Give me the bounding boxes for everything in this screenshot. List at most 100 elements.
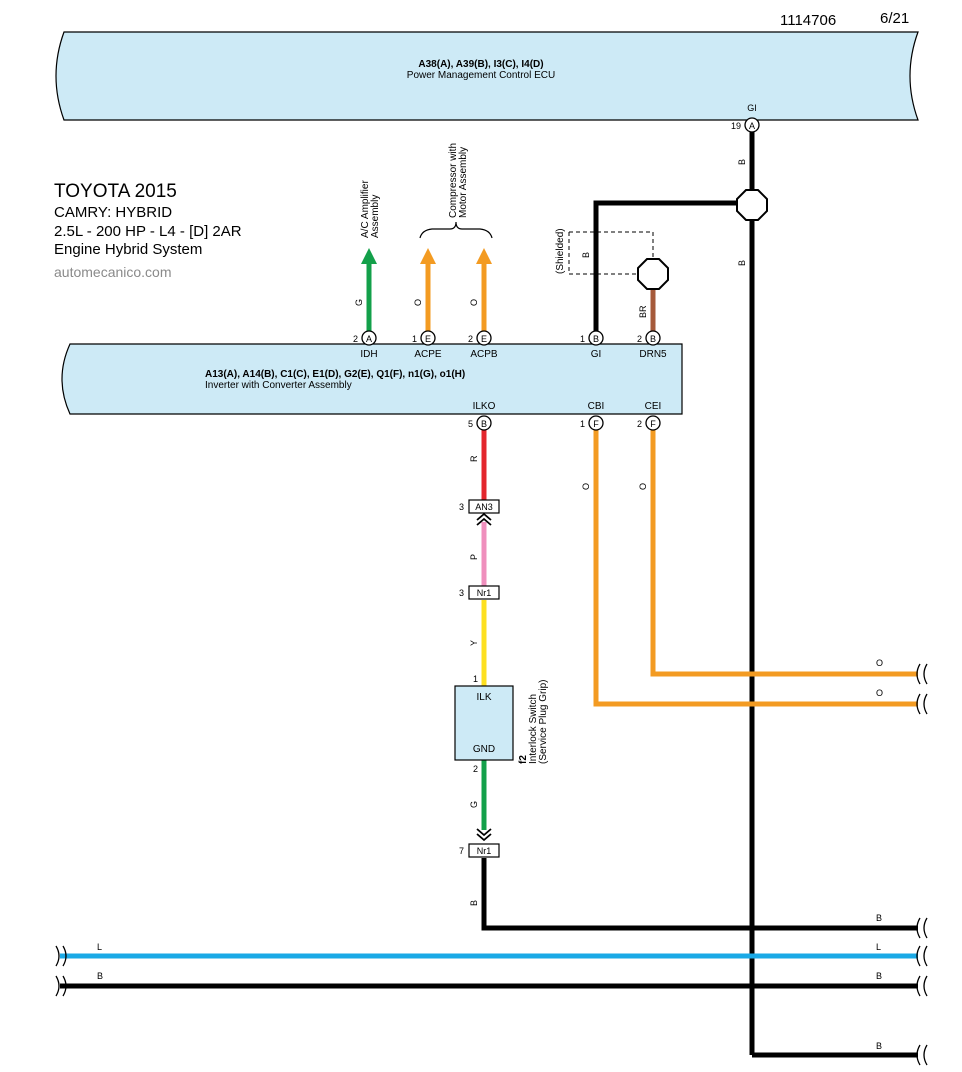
svg-text:F: F: [593, 419, 599, 429]
vehicle-title-block: TOYOTA 2015 CAMRY: HYBRID 2.5L - 200 HP …: [54, 180, 242, 282]
shield-outline: [568, 231, 654, 275]
svg-text:Assembly: Assembly: [370, 195, 381, 238]
document-number: 1114706: [780, 12, 837, 29]
arrow-ac-amplifier: [361, 248, 377, 264]
svg-text:1: 1: [473, 674, 478, 684]
inverter-name: Inverter with Converter Assembly: [205, 380, 352, 391]
inverter-converter-assembly: A13(A), A14(B), C1(C), E1(D), G2(E), Q1(…: [61, 343, 683, 415]
svg-text:19: 19: [731, 121, 741, 131]
svg-text:AN3: AN3: [475, 502, 493, 512]
svg-text:2: 2: [473, 764, 478, 774]
svg-text:A: A: [749, 121, 755, 131]
svg-text:IDH: IDH: [360, 349, 377, 360]
svg-text:ACPE: ACPE: [414, 349, 442, 360]
svg-text:5: 5: [468, 419, 473, 429]
svg-text:B: B: [593, 334, 599, 344]
svg-text:L: L: [97, 942, 102, 952]
wire-breaks: [55, 663, 928, 1066]
svg-text:1: 1: [580, 334, 585, 344]
svg-text:A/C Amplifier: A/C Amplifier: [360, 180, 371, 238]
vehicle-model: CAMRY: HYBRID: [54, 203, 173, 221]
svg-text:Interlock Switch: Interlock Switch: [528, 694, 539, 764]
vehicle-system: Engine Hybrid System: [54, 241, 203, 259]
arrow-acpb: [476, 248, 492, 264]
website-watermark: automecanico.com: [54, 264, 172, 280]
label-ac-amplifier: A/C Amplifier Assembly: [360, 180, 381, 238]
svg-text:B: B: [481, 419, 487, 429]
vehicle-make-year: TOYOTA 2015: [54, 181, 177, 202]
svg-text:P: P: [469, 554, 479, 560]
page-number: 6/21: [880, 10, 910, 27]
svg-text:B: B: [876, 913, 882, 923]
wire-black-ground: [481, 858, 918, 931]
svg-text:3: 3: [459, 588, 464, 598]
svg-text:GND: GND: [473, 744, 495, 755]
pin-cei: F 2 CEI: [637, 401, 661, 431]
svg-text:ILKO: ILKO: [473, 401, 496, 412]
svg-text:F: F: [650, 419, 656, 429]
pin-cbi: F 1 CBI: [580, 401, 605, 431]
wire-orange-cei: [650, 430, 918, 677]
svg-text:B: B: [737, 159, 747, 165]
svg-text:2: 2: [353, 334, 358, 344]
svg-text:1: 1: [580, 419, 585, 429]
ecu-connectors: A38(A), A39(B), I3(C), I4(D): [418, 59, 543, 70]
svg-text:G: G: [469, 801, 479, 808]
vehicle-engine: 2.5L - 200 HP - L4 - [D] 2AR: [54, 222, 242, 240]
svg-text:2: 2: [468, 334, 473, 344]
inverter-connectors: A13(A), A14(B), C1(C), E1(D), G2(E), Q1(…: [205, 369, 465, 380]
svg-text:1: 1: [412, 334, 417, 344]
pin-acpb: E 2 ACPB: [468, 330, 498, 360]
svg-text:B: B: [876, 971, 882, 981]
svg-text:Nr1: Nr1: [477, 588, 492, 598]
svg-text:B: B: [97, 971, 103, 981]
interlock-switch: ILK GND 1 2 f2 Interlock Switch (Service…: [454, 674, 549, 774]
svg-text:L: L: [876, 942, 881, 952]
svg-text:E: E: [425, 334, 431, 344]
svg-text:G: G: [354, 299, 364, 306]
wire-black-gi-branch: [593, 200, 740, 333]
svg-text:B: B: [650, 334, 656, 344]
svg-text:O: O: [876, 688, 883, 698]
svg-text:GI: GI: [747, 103, 757, 113]
connector-an3: AN3 3: [459, 499, 500, 526]
svg-text:B: B: [469, 900, 479, 906]
svg-text:2: 2: [637, 334, 642, 344]
arrow-acpe: [420, 248, 436, 264]
splice-drn5: [637, 258, 669, 290]
svg-text:BR: BR: [638, 305, 648, 318]
pin-ilko: B 5 ILKO: [468, 401, 496, 431]
svg-text:ACPB: ACPB: [470, 349, 498, 360]
pin-acpe: E 1 ACPE: [412, 330, 442, 360]
svg-text:O: O: [876, 658, 883, 668]
svg-text:f2: f2: [518, 755, 529, 764]
label-shielded: (Shielded): [555, 228, 566, 274]
svg-text:B: B: [581, 252, 591, 258]
svg-text:O: O: [638, 483, 648, 490]
svg-text:E: E: [481, 334, 487, 344]
power-management-ecu: A38(A), A39(B), I3(C), I4(D) Power Manag…: [55, 31, 919, 121]
svg-text:Motor Assembly: Motor Assembly: [458, 147, 469, 218]
connector-nr1-top: Nr1 3: [459, 585, 500, 600]
svg-text:2: 2: [637, 419, 642, 429]
svg-text:3: 3: [459, 502, 464, 512]
label-compressor: Compressor with Motor Assembly: [419, 143, 493, 239]
wire-color-labels: B B G O O B BR R P Y G B O O O O B L B B…: [97, 159, 883, 1051]
svg-text:(Service Plug Grip): (Service Plug Grip): [538, 680, 549, 764]
svg-text:7: 7: [459, 846, 464, 856]
splice-gi: [736, 189, 768, 221]
svg-text:O: O: [413, 299, 423, 306]
svg-text:GI: GI: [591, 349, 602, 360]
pin-ecu-gi: A 19 GI: [731, 103, 760, 133]
svg-text:DRN5: DRN5: [639, 349, 667, 360]
svg-text:CBI: CBI: [588, 401, 605, 412]
svg-text:B: B: [737, 260, 747, 266]
svg-text:Y: Y: [469, 640, 479, 646]
svg-text:Compressor with: Compressor with: [448, 143, 459, 218]
svg-text:Nr1: Nr1: [477, 846, 492, 856]
pin-idh: A 2 IDH: [353, 330, 378, 360]
pin-drn5: B 2 DRN5: [637, 330, 667, 360]
ecu-name: Power Management Control ECU: [407, 70, 555, 81]
svg-text:O: O: [469, 299, 479, 306]
